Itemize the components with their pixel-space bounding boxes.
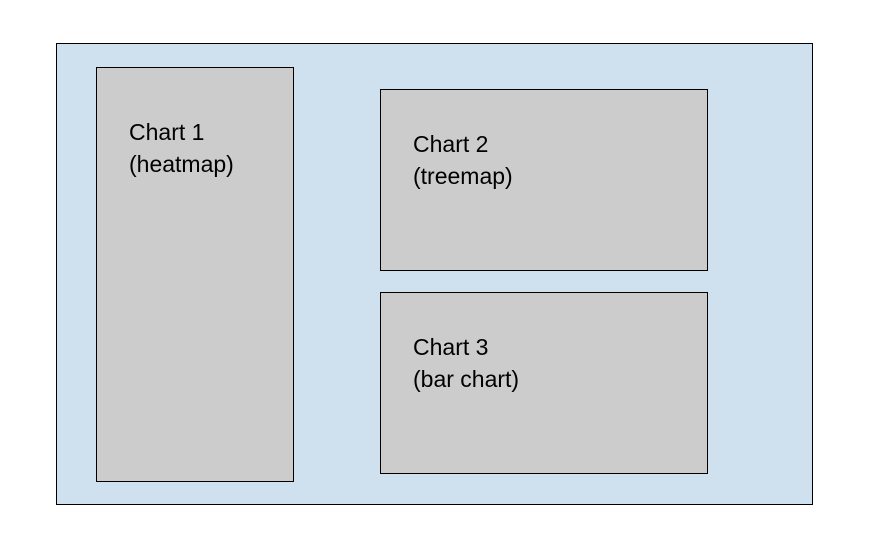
- chart-1-panel: Chart 1 (heatmap): [96, 67, 294, 482]
- chart-2-title: Chart 2: [413, 131, 489, 157]
- chart-3-type: (bar chart): [413, 366, 520, 392]
- chart-3-panel: Chart 3 (bar chart): [380, 292, 708, 474]
- chart-2-label: Chart 2 (treemap): [413, 128, 513, 192]
- chart-2-panel: Chart 2 (treemap): [380, 89, 708, 271]
- chart-1-title: Chart 1: [129, 119, 205, 145]
- dashboard-layout: Chart 1 (heatmap) Chart 2 (treemap) Char…: [56, 43, 813, 505]
- chart-3-label: Chart 3 (bar chart): [413, 331, 519, 395]
- chart-1-type: (heatmap): [129, 151, 234, 177]
- chart-2-type: (treemap): [413, 163, 513, 189]
- chart-1-label: Chart 1 (heatmap): [129, 116, 234, 180]
- chart-3-title: Chart 3: [413, 334, 489, 360]
